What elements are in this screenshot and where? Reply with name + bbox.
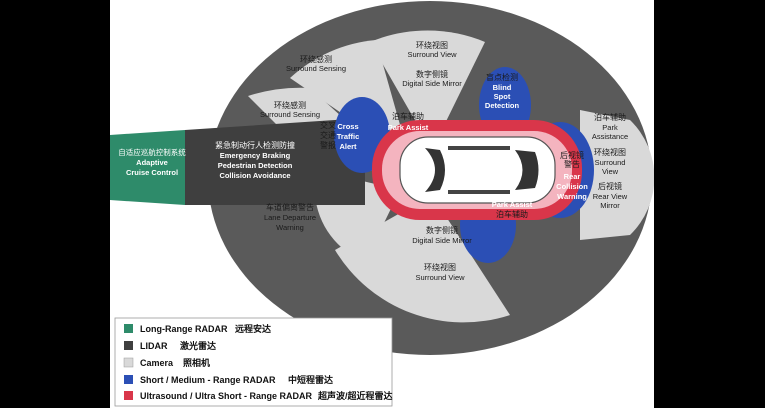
legend-label: LIDAR — [140, 341, 168, 351]
label-cn: 数字侧镜 — [416, 69, 448, 79]
label-cn: 环绕视图 — [594, 147, 626, 157]
label-cn: 泊车辅助 — [496, 209, 528, 219]
label-blind-spot: 盲点检测 Blind Spot Detection — [485, 72, 520, 110]
label-digital-side-mirror-top: 数字侧镜 Digital Side Mirror — [402, 69, 462, 88]
label-en-1: Adaptive — [136, 158, 168, 167]
legend-item-camera: Camera 照相机 — [123, 357, 210, 368]
label-park-assistance-right: 泊车辅助 Park Assistance — [592, 112, 628, 141]
label-rear-view-mirror: 后视镜 Rear View Mirror — [593, 181, 628, 210]
legend-label: Long-Range RADAR — [140, 324, 228, 334]
legend-swatch — [124, 391, 133, 400]
label-en: Digital Side Mirror — [412, 236, 472, 245]
label-park-assist-bottom: Park Assist 泊车辅助 — [492, 200, 533, 219]
label-cn-2: 交通 — [320, 130, 336, 140]
label-en-2: Warning — [276, 223, 304, 232]
legend-box — [114, 317, 393, 407]
label-en-1: Surround — [595, 158, 626, 167]
legend-label: Camera — [140, 358, 174, 368]
label-en-1: Park — [602, 123, 618, 132]
label-en: Surround Sensing — [286, 64, 346, 73]
label-cn-2: 警告 — [564, 159, 580, 169]
label-en-2: Mirror — [600, 201, 620, 210]
label-cn-3: 警报 — [320, 140, 336, 150]
label-cn: 后视镜 — [598, 181, 622, 191]
label-en-2: Pedestrian Detection — [218, 161, 293, 170]
label-cn-1: 交叉 — [320, 120, 336, 130]
camera-zone-surround-view-bottom — [335, 195, 510, 323]
legend-label: Short / Medium - Range RADAR — [140, 375, 276, 385]
label-en-3: Alert — [339, 142, 357, 151]
label-en-1: Rear — [564, 172, 581, 181]
legend: Long-Range RADAR 远程安达 LIDAR 激光雷达 Camera … — [114, 317, 393, 407]
label-en-2: Collision — [556, 182, 588, 191]
car-illustration — [399, 136, 556, 204]
label-surround-sensing-top: 环绕感测 Surround Sensing — [286, 54, 346, 73]
label-park-assist-top: 泊车辅助 Park Assist — [388, 111, 429, 132]
label-cn: 环绕视图 — [416, 40, 448, 50]
label-cn: 数字侧镜 — [426, 225, 458, 235]
label-en-2: Spot — [494, 92, 511, 101]
label-cn: 环绕感测 — [274, 100, 306, 110]
label-lane-departure: 车道偏离警告 Lane Departure Warning — [264, 202, 316, 232]
legend-item-short-medium-radar: Short / Medium - Range RADAR 中短程雷达 — [124, 374, 333, 385]
lidar-zone-front — [185, 118, 365, 205]
label-cn: 紧急制动行人检测防撞 — [215, 140, 295, 150]
label-cn: 环绕视图 — [424, 262, 456, 272]
label-digital-side-mirror-bottom: 数字侧镜 Digital Side Mirror — [412, 225, 472, 245]
label-surround-sensing-left: 环绕感测 Surround Sensing — [260, 100, 320, 119]
label-en-3: Collision Avoidance — [219, 171, 290, 180]
legend-swatch — [124, 375, 133, 384]
label-en-1: Rear View — [593, 192, 628, 201]
label-surround-view-bottom: 环绕视图 Surround View — [415, 262, 465, 282]
legend-label-cn: 中短程雷达 — [288, 374, 333, 385]
legend-swatch — [124, 341, 133, 350]
diagram-canvas: 环绕感测 Surround Sensing 环绕视图 Surround View… — [110, 0, 654, 408]
label-adaptive-cruise: 自适应巡航控制系统 Adaptive Cruise Control — [118, 147, 186, 177]
label-cn: 自适应巡航控制系统 — [118, 147, 186, 157]
label-cn: 车道偏离警告 — [266, 202, 314, 212]
legend-label-cn: 激光雷达 — [180, 340, 216, 351]
camera-zone-surround-view-top — [370, 30, 485, 150]
label-en-1: Emergency Braking — [220, 151, 291, 160]
label-en: Park Assist — [492, 200, 533, 209]
label-en-2: Assistance — [592, 132, 628, 141]
label-en: Surround View — [407, 50, 457, 59]
legend-label-cn: 远程安达 — [235, 323, 271, 334]
label-en-3: Detection — [485, 101, 520, 110]
label-cn: 盲点检测 — [486, 72, 518, 82]
label-en-2: Traffic — [337, 132, 360, 141]
label-cn: 泊车辅助 — [392, 111, 424, 121]
label-rear-collision: 后视镜 警告 Rear Collision Warning — [556, 150, 588, 201]
label-cn: 泊车辅助 — [594, 112, 626, 122]
label-en: Digital Side Mirror — [402, 79, 462, 88]
legend-swatch — [123, 357, 134, 368]
label-emergency-braking: 紧急制动行人检测防撞 Emergency Braking Pedestrian … — [215, 140, 295, 180]
legend-label-cn: 超声波/超近程雷达 — [317, 390, 393, 401]
label-en-1: Blind — [493, 83, 512, 92]
legend-label: Ultrasound / Ultra Short - Range RADAR — [140, 391, 313, 401]
label-en: Surround View — [415, 273, 465, 282]
camera-zone-rear — [580, 110, 654, 240]
label-surround-view-top: 环绕视图 Surround View — [407, 40, 457, 59]
label-en-3: Warning — [557, 192, 587, 201]
legend-item-ultrasound: Ultrasound / Ultra Short - Range RADAR 超… — [124, 390, 393, 401]
legend-swatch — [124, 324, 133, 333]
label-en: Surround Sensing — [260, 110, 320, 119]
label-cn-1: 后视镜 — [560, 150, 584, 160]
label-en-1: Lane Departure — [264, 213, 316, 222]
adas-sensor-diagram: 环绕感测 Surround Sensing 环绕视图 Surround View… — [110, 1, 654, 407]
label-en: Park Assist — [388, 123, 429, 132]
label-cn: 环绕感测 — [300, 54, 332, 64]
label-surround-view-right: 环绕视图 Surround View — [594, 147, 626, 176]
label-en-2: View — [602, 167, 619, 176]
label-en-2: Cruise Control — [126, 168, 178, 177]
legend-label-cn: 照相机 — [183, 357, 210, 368]
label-cross-traffic: 交叉 交通 警报 Cross Traffic Alert — [320, 120, 359, 151]
label-en-1: Cross — [337, 122, 358, 131]
long-range-radar-zone — [110, 130, 185, 205]
legend-item-long-range-radar: Long-Range RADAR 远程安达 — [124, 323, 271, 334]
legend-item-lidar: LIDAR 激光雷达 — [124, 340, 216, 351]
